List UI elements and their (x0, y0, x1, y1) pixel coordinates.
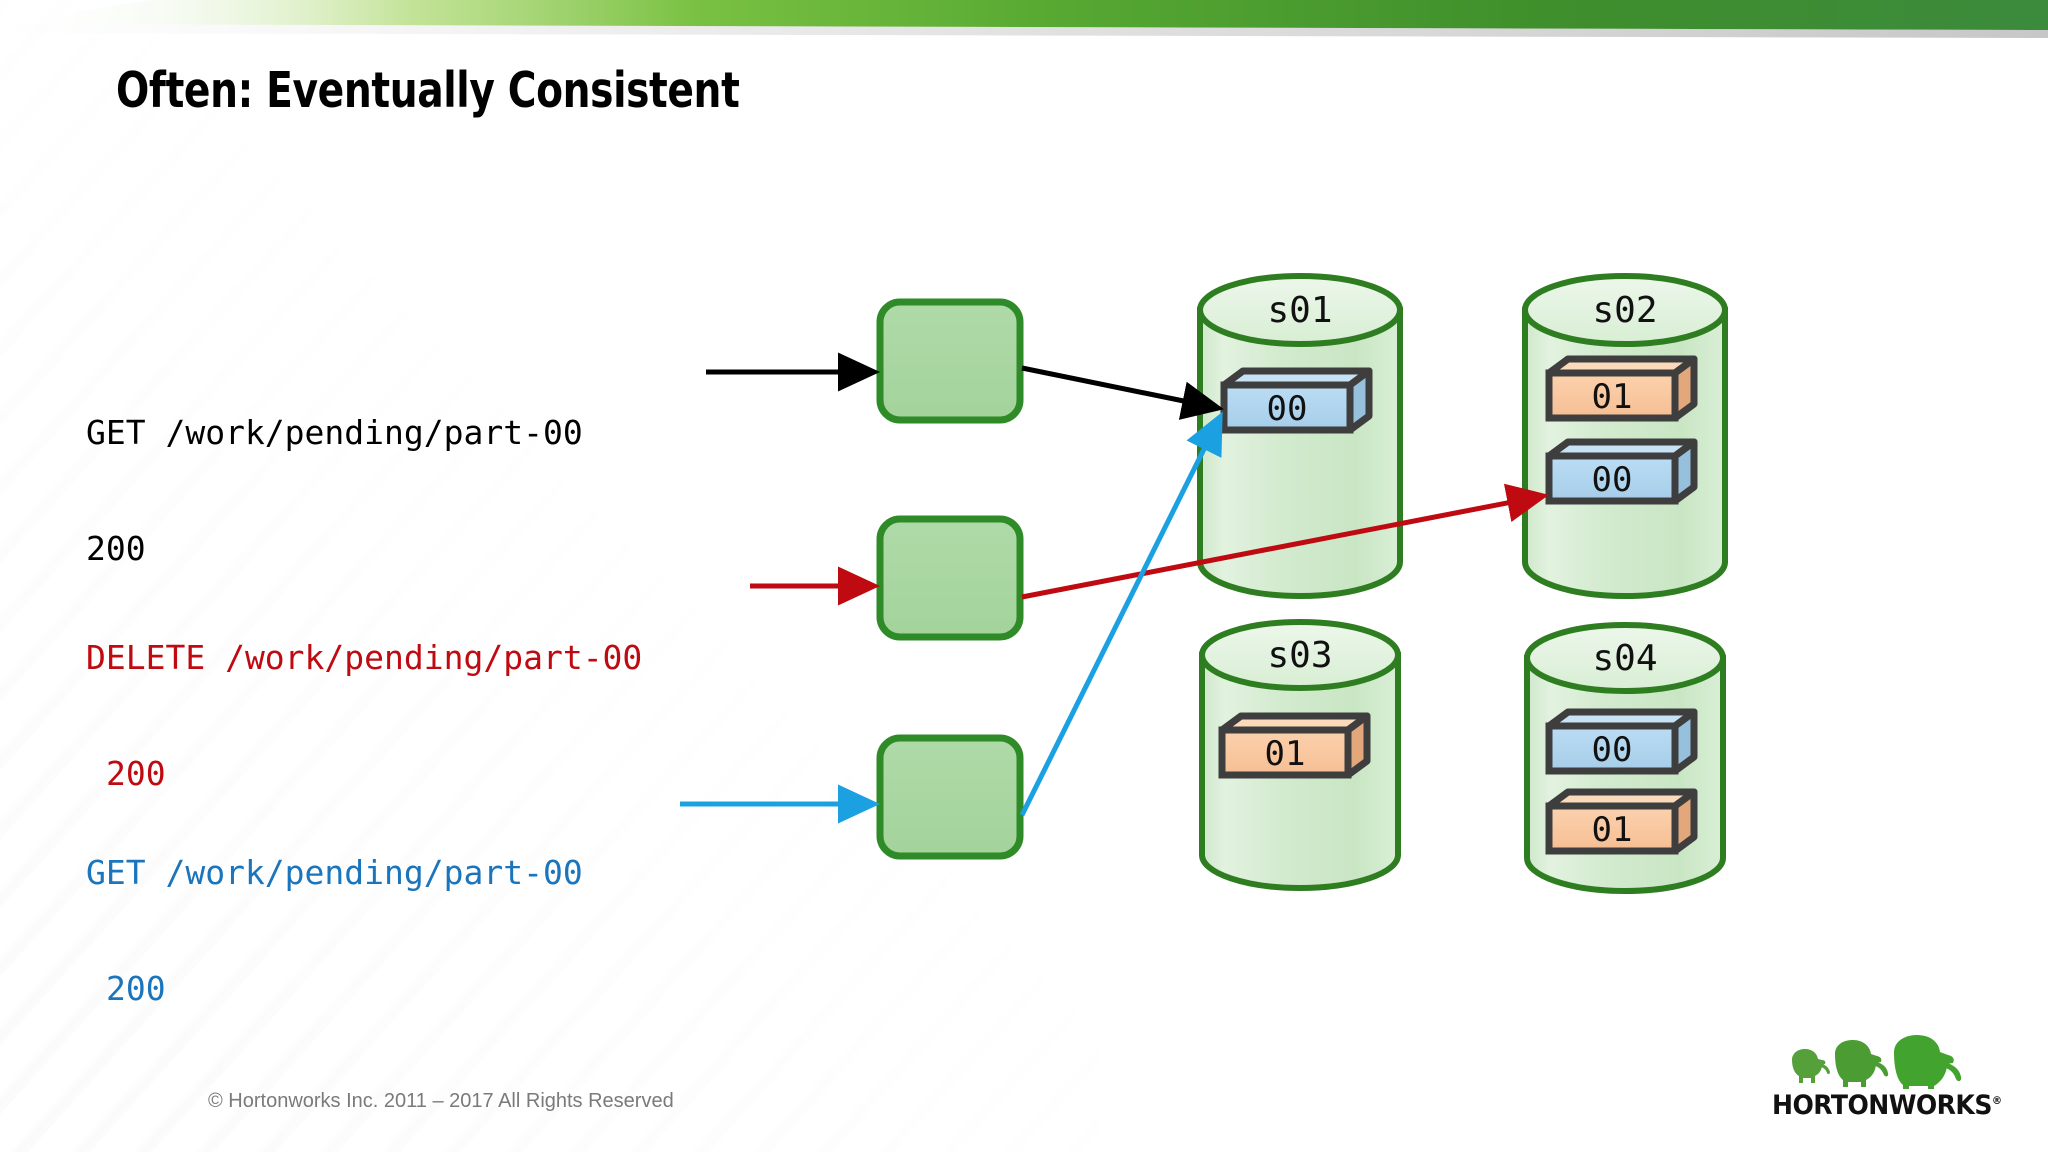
response-status: 200 (106, 969, 166, 1008)
server-label-s03: s03 (1267, 635, 1332, 676)
request-block-get-1: GET /work/pending/part-00 200 (86, 350, 583, 631)
data-block-s04-00[interactable]: 00 (1545, 708, 1698, 775)
data-block-label: 01 (1592, 810, 1633, 850)
data-block-s03-01[interactable]: 01 (1218, 712, 1371, 779)
data-block-s02-01[interactable]: 01 (1545, 355, 1698, 422)
node-box-3[interactable] (876, 734, 1024, 860)
node-box-1[interactable] (876, 298, 1024, 424)
logo-wordmark-text: HORTONWORKS (1772, 1090, 1992, 1121)
response-status: 200 (86, 529, 146, 568)
request-block-get-2: GET /work/pending/part-00 200 (86, 790, 583, 1071)
data-block-label: 01 (1592, 377, 1633, 417)
logo-wordmark: HORTONWORKS® (1772, 1090, 2002, 1121)
arrow-node-to-s01-read (1019, 411, 1223, 817)
request-line: DELETE /work/pending/part-00 (86, 638, 643, 677)
server-cylinder-s02[interactable]: s02 (1522, 273, 1728, 599)
arrow-node-to-s01 (1021, 365, 1224, 420)
request-line: GET /work/pending/part-00 (86, 853, 583, 892)
logo-trademark: ® (1991, 1094, 2002, 1107)
request-line: GET /work/pending/part-00 (86, 413, 583, 452)
data-block-s02-00[interactable]: 00 (1545, 438, 1698, 505)
server-label-s02: s02 (1592, 290, 1657, 331)
response-status: 200 (106, 754, 166, 793)
data-block-s04-01[interactable]: 01 (1545, 788, 1698, 855)
data-block-label: 01 (1265, 734, 1306, 774)
server-label-s01: s01 (1267, 290, 1332, 331)
data-block-label: 00 (1592, 460, 1633, 500)
node-box-2[interactable] (876, 515, 1024, 641)
data-block-label: 00 (1267, 389, 1308, 429)
hortonworks-logo: HORTONWORKS® (1772, 1034, 2002, 1126)
elephants-icon (1792, 1035, 1962, 1089)
arrow-node-to-s02 (1021, 483, 1549, 600)
server-cylinder-s01[interactable]: s01 (1197, 273, 1403, 599)
request-block-delete-1: DELETE /work/pending/part-00 200 (86, 575, 642, 856)
data-block-label: 00 (1592, 730, 1633, 770)
footer-copyright: © Hortonworks Inc. 2011 – 2017 All Right… (208, 1090, 674, 1112)
data-block-s01-00[interactable]: 00 (1220, 367, 1373, 434)
server-label-s04: s04 (1592, 638, 1657, 679)
page-title: Often: Eventually Consistent (116, 62, 740, 119)
